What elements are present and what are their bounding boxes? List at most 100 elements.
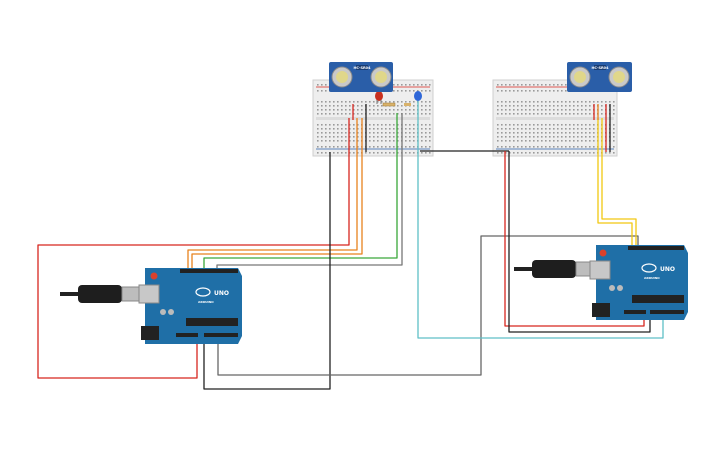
breadboard-hole[interactable] — [613, 132, 615, 134]
breadboard-hole[interactable] — [509, 113, 511, 115]
breadboard-hole[interactable] — [337, 152, 339, 154]
breadboard-hole[interactable] — [413, 105, 415, 107]
breadboard-hole[interactable] — [421, 84, 423, 86]
breadboard-hole[interactable] — [553, 109, 555, 111]
breadboard-hole[interactable] — [613, 136, 615, 138]
breadboard-hole[interactable] — [337, 146, 339, 148]
breadboard-hole[interactable] — [381, 152, 383, 154]
breadboard-hole[interactable] — [529, 152, 531, 154]
breadboard-hole[interactable] — [413, 128, 415, 130]
breadboard-hole[interactable] — [385, 140, 387, 142]
breadboard-hole[interactable] — [353, 113, 355, 115]
breadboard-hole[interactable] — [513, 109, 515, 111]
breadboard-hole[interactable] — [613, 146, 615, 148]
breadboard-hole[interactable] — [609, 152, 611, 154]
breadboard-hole[interactable] — [541, 152, 543, 154]
breadboard-hole[interactable] — [357, 109, 359, 111]
breadboard-hole[interactable] — [557, 136, 559, 138]
breadboard-hole[interactable] — [393, 101, 395, 103]
breadboard-hole[interactable] — [569, 113, 571, 115]
breadboard-hole[interactable] — [537, 101, 539, 103]
breadboard-hole[interactable] — [565, 136, 567, 138]
breadboard-hole[interactable] — [341, 136, 343, 138]
breadboard-hole[interactable] — [565, 152, 567, 154]
breadboard-hole[interactable] — [329, 109, 331, 111]
breadboard-hole[interactable] — [581, 109, 583, 111]
breadboard-hole[interactable] — [529, 132, 531, 134]
breadboard-hole[interactable] — [521, 128, 523, 130]
breadboard-hole[interactable] — [393, 136, 395, 138]
breadboard-hole[interactable] — [573, 124, 575, 126]
breadboard-hole[interactable] — [553, 128, 555, 130]
breadboard-hole[interactable] — [405, 109, 407, 111]
breadboard-hole[interactable] — [525, 109, 527, 111]
breadboard-hole[interactable] — [373, 113, 375, 115]
breadboard-hole[interactable] — [541, 124, 543, 126]
breadboard-hole[interactable] — [573, 132, 575, 134]
breadboard-hole[interactable] — [521, 136, 523, 138]
breadboard-hole[interactable] — [369, 132, 371, 134]
breadboard-hole[interactable] — [373, 128, 375, 130]
breadboard-hole[interactable] — [545, 136, 547, 138]
breadboard-hole[interactable] — [329, 140, 331, 142]
breadboard-hole[interactable] — [537, 124, 539, 126]
breadboard-hole[interactable] — [389, 132, 391, 134]
breadboard-hole[interactable] — [321, 152, 323, 154]
breadboard-hole[interactable] — [517, 105, 519, 107]
wire-black-left[interactable] — [203, 152, 331, 390]
breadboard-hole[interactable] — [409, 140, 411, 142]
breadboard-hole[interactable] — [429, 128, 431, 130]
breadboard-hole[interactable] — [577, 105, 579, 107]
breadboard-hole[interactable] — [377, 105, 379, 107]
breadboard-hole[interactable] — [589, 152, 591, 154]
breadboard-hole[interactable] — [353, 152, 355, 154]
breadboard-hole[interactable] — [565, 124, 567, 126]
breadboard-hole[interactable] — [345, 101, 347, 103]
breadboard-hole[interactable] — [573, 109, 575, 111]
breadboard-hole[interactable] — [393, 132, 395, 134]
breadboard-hole[interactable] — [357, 124, 359, 126]
breadboard-hole[interactable] — [589, 136, 591, 138]
breadboard-hole[interactable] — [517, 101, 519, 103]
breadboard-hole[interactable] — [353, 136, 355, 138]
breadboard-hole[interactable] — [341, 101, 343, 103]
breadboard-hole[interactable] — [393, 140, 395, 142]
breadboard-hole[interactable] — [357, 146, 359, 148]
breadboard-hole[interactable] — [413, 152, 415, 154]
breadboard-hole[interactable] — [341, 128, 343, 130]
breadboard-hole[interactable] — [533, 101, 535, 103]
breadboard-hole[interactable] — [321, 84, 323, 86]
breadboard-hole[interactable] — [357, 101, 359, 103]
breadboard-hole[interactable] — [429, 152, 431, 154]
breadboard-hole[interactable] — [585, 152, 587, 154]
breadboard-hole[interactable] — [581, 105, 583, 107]
breadboard-hole[interactable] — [545, 132, 547, 134]
breadboard-hole[interactable] — [373, 140, 375, 142]
breadboard-hole[interactable] — [393, 90, 395, 92]
breadboard-hole[interactable] — [425, 113, 427, 115]
breadboard-hole[interactable] — [357, 152, 359, 154]
breadboard-hole[interactable] — [497, 109, 499, 111]
breadboard-hole[interactable] — [581, 152, 583, 154]
breadboard-hole[interactable] — [373, 146, 375, 148]
usb-cable-left[interactable] — [60, 285, 141, 303]
breadboard-hole[interactable] — [413, 90, 415, 92]
breadboard-hole[interactable] — [525, 128, 527, 130]
breadboard-hole[interactable] — [525, 136, 527, 138]
breadboard-hole[interactable] — [525, 146, 527, 148]
breadboard-hole[interactable] — [497, 132, 499, 134]
breadboard-hole[interactable] — [393, 124, 395, 126]
breadboard-hole[interactable] — [505, 152, 507, 154]
breadboard-hole[interactable] — [337, 109, 339, 111]
breadboard-hole[interactable] — [553, 113, 555, 115]
breadboard-hole[interactable] — [421, 113, 423, 115]
breadboard-hole[interactable] — [577, 140, 579, 142]
breadboard-hole[interactable] — [377, 136, 379, 138]
breadboard-hole[interactable] — [397, 146, 399, 148]
breadboard-hole[interactable] — [381, 124, 383, 126]
breadboard-hole[interactable] — [317, 113, 319, 115]
breadboard-hole[interactable] — [561, 136, 563, 138]
breadboard-hole[interactable] — [505, 136, 507, 138]
breadboard-hole[interactable] — [545, 140, 547, 142]
breadboard-hole[interactable] — [321, 90, 323, 92]
